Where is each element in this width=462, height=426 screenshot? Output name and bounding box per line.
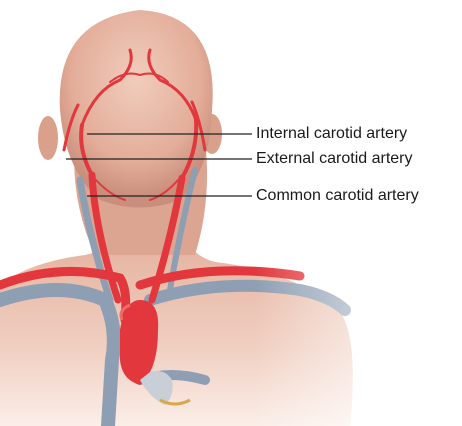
label-internal-carotid: Internal carotid artery — [256, 125, 407, 143]
label-common-carotid: Common carotid artery — [256, 187, 419, 205]
fade-overlay — [0, 220, 462, 426]
left-ear — [38, 116, 58, 160]
label-external-carotid: External carotid artery — [256, 150, 413, 168]
